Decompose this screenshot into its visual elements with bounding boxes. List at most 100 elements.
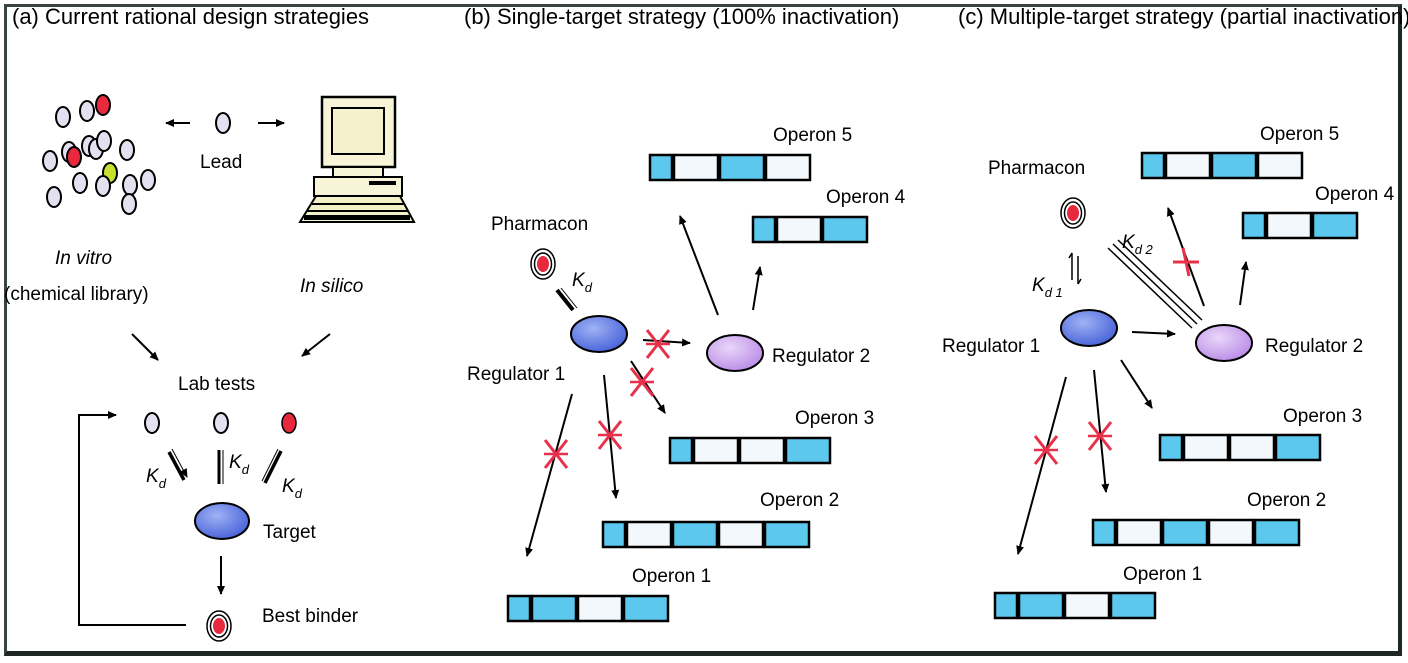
gene-block [718,153,766,182]
inhibition-x-icon [645,329,671,359]
kd-label-3: Kd [282,476,303,501]
panel-c-title: (c) Multiple-target strategy (partial in… [958,4,1408,29]
gene-block [530,594,578,623]
library-molecule [121,193,137,215]
gene-block [625,520,673,549]
pharmacon-molecule-b [530,248,556,280]
operon-3-c: Operon 3 [1158,406,1362,462]
binding-equilibrium-2 [217,450,224,484]
operon-2-b: Operon 2 [601,490,839,549]
candidate-molecule-1 [144,412,160,434]
arrow-reg2-to-operon4-b [752,266,763,311]
gene-block [763,520,811,549]
library-molecule [42,150,58,172]
inhibition-x-icon [1033,435,1059,465]
regulator-1-c [1060,309,1118,347]
library-molecule [140,169,156,191]
arrow-reg1-to-operon1-c [1016,376,1067,555]
operon-1-b: Operon 1 [506,566,711,623]
regulator-1-label-c: Regulator 1 [942,336,1040,357]
lab-tests-label: Lab tests [178,374,255,395]
kd-label-2: Kd [229,452,250,477]
gene-block [775,215,823,244]
arrow-reg2-to-operon5-b [679,215,719,316]
gene-block [648,153,674,182]
operon-label: Operon 2 [1247,490,1326,511]
gene-block [576,594,624,623]
panel-b: (b) Single-target strategy (100% inactiv… [464,4,906,623]
inhibition-x-icon [1087,421,1113,451]
gene-block [1274,433,1322,462]
library-molecule [66,146,82,168]
library-molecule [55,106,71,128]
arrow-reg1-to-reg2-c [1131,329,1176,338]
gene-block [1311,211,1359,240]
gene-block [993,591,1019,620]
arrow-library-to-lab [131,333,159,361]
panel-a: (a) Current rational design strategies L… [4,4,416,642]
gene-block [1164,151,1212,180]
gene-block [622,594,670,623]
best-binder-label: Best binder [262,606,359,627]
arrow-reg1-to-operon3-c [1120,359,1153,409]
regulator-1-label-b: Regulator 1 [467,364,565,385]
operon-1-c: Operon 1 [993,564,1202,620]
operon-label: Operon 3 [795,408,874,429]
panel-a-title: (a) Current rational design strategies [12,4,369,29]
operons-b: Operon 1 Operon 2 Operon 3 Operon 4 Operon 5 [506,125,906,623]
gene-block [1161,518,1209,547]
feedback-loop-arrow [78,411,186,626]
lead-molecule [215,112,231,134]
lead-label: Lead [200,152,242,173]
gene-block [821,215,869,244]
in-vitro-label: In vitro [55,248,112,269]
inhibition-x-icon [629,367,655,397]
kd-label-b: Kd [572,270,593,295]
gene-block [717,520,765,549]
gene-block [692,436,740,465]
operon-3-b: Operon 3 [668,408,874,465]
regulator-2-label-b: Regulator 2 [772,346,870,367]
library-molecule [79,100,95,122]
gene-block [1115,518,1163,547]
gene-block [1109,591,1157,620]
binding-equilibrium-3 [261,448,283,484]
kd-label-1: Kd [146,466,167,491]
library-molecule [72,172,88,194]
gene-block [751,215,777,244]
computer-icon [298,95,416,223]
best-binder-molecule [206,610,232,642]
gene-block [738,436,786,465]
operon-label: Operon 5 [1260,124,1339,145]
gene-block [784,436,832,465]
binding-equilibrium-b [555,287,578,312]
arrow-reg1-to-operon2-c [1093,369,1110,493]
regulator-2-c [1195,324,1253,362]
library-molecule [96,130,112,152]
operon-label: Operon 3 [1283,406,1362,427]
gene-block [1140,151,1166,180]
panel-c: (c) Multiple-target strategy (partial in… [942,4,1408,620]
operon-label: Operon 5 [773,125,852,146]
gene-block [1265,211,1313,240]
gene-block [1207,518,1255,547]
pharmacon-label-b: Pharmacon [491,214,588,235]
arrow-reg1-to-reg2-b [642,338,691,347]
gene-block [764,153,812,182]
gene-block [1256,151,1304,180]
library-molecule [122,174,138,196]
regulator-2-b [706,334,764,372]
chemical-library-molecules [42,94,156,215]
figure-frame [4,4,1402,656]
gene-block [671,520,719,549]
library-molecule [95,94,111,116]
arrow-computer-to-lab [301,333,331,357]
operon-label: Operon 2 [760,490,839,511]
operon-label: Operon 4 [826,187,906,208]
kd2-label-c: Kd 2 [1122,232,1154,257]
gene-block [1228,433,1276,462]
inhibition-x-icon [597,420,623,450]
gene-block [668,436,694,465]
